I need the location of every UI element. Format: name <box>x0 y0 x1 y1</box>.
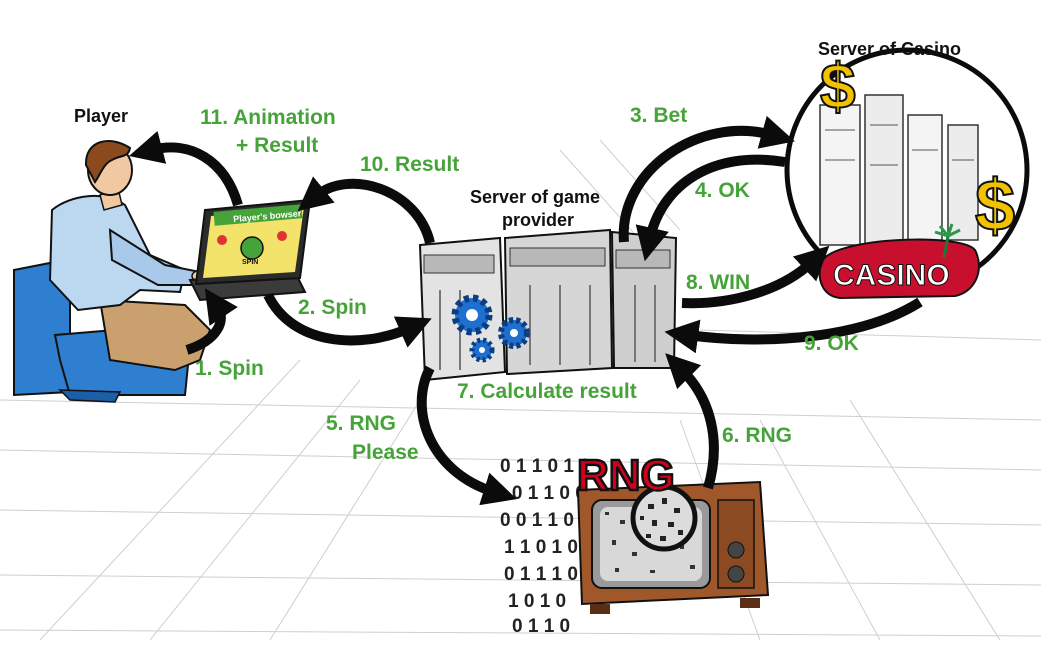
casino-server-illustration <box>784 47 1030 293</box>
arrow-spin-1 <box>185 288 238 355</box>
step-7-label: 7. Calculate result <box>457 380 637 403</box>
arrow-spin-2 <box>263 292 432 348</box>
binary-row: 0 1 1 1 0 <box>504 564 578 585</box>
arrow-rng <box>665 353 719 490</box>
magnifier-icon <box>630 484 698 552</box>
step-11-label: 11. Animation <box>200 106 336 129</box>
step-2-label: 2. Spin <box>298 296 367 319</box>
step-10-label: 10. Result <box>360 153 459 176</box>
arrow-rng-please <box>416 365 517 506</box>
binary-row: 0 1 1 0 <box>512 616 570 637</box>
step-5-label: 5. RNG <box>326 412 396 435</box>
step-8-label: 8. WIN <box>686 271 750 294</box>
binary-row: 1 1 0 1 0 <box>504 537 578 558</box>
step-5-label-line2: Please <box>352 441 419 464</box>
step-11-label-line2: + Result <box>236 134 318 157</box>
step-3-label: 3. Bet <box>630 104 687 127</box>
player-illustration <box>13 140 213 403</box>
gear-icon <box>451 294 530 363</box>
arrow-win <box>681 245 830 309</box>
step-1-label: 1. Spin <box>195 357 264 380</box>
rng-sign: RNG <box>576 450 676 502</box>
binary-digits: 0 1 1 0 1 1 1 0 1 1 0 0 0 0 1 1 0 1 1 1 … <box>496 456 590 637</box>
game-provider-title-line1: Server of game <box>470 187 600 207</box>
step-4-label: 4. OK <box>695 179 750 202</box>
laptop-illustration: Player's bowser SPIN <box>188 198 312 302</box>
player-title: Player <box>74 106 128 126</box>
dollar-icon: $ <box>975 166 1015 246</box>
spin-button-label: SPIN <box>242 259 258 266</box>
step-6-label: 6. RNG <box>722 424 792 447</box>
arrow-ok <box>635 154 786 262</box>
game-provider-title-line2: provider <box>502 210 574 230</box>
casino-sign: CASINO <box>818 223 980 300</box>
rng-sign-label: RNG <box>577 451 675 500</box>
casino-server-title: Server of Casino <box>818 39 961 59</box>
arrow-bet <box>618 115 795 243</box>
flow-arrows <box>128 115 923 506</box>
binary-row: 1 0 1 0 <box>508 591 566 612</box>
arrow-ok-2 <box>664 297 923 354</box>
step-9-label: 9. OK <box>804 332 859 355</box>
casino-sign-label: CASINO <box>833 259 950 292</box>
binary-row: 0 0 1 1 0 1 <box>500 510 590 531</box>
arrow-animation-result <box>128 130 243 207</box>
dollar-icon: $ <box>820 50 856 122</box>
binary-row: 1 0 1 1 0 0 <box>496 483 586 504</box>
binary-row: 0 1 1 0 1 1 <box>500 456 590 477</box>
arrow-result <box>297 176 435 245</box>
